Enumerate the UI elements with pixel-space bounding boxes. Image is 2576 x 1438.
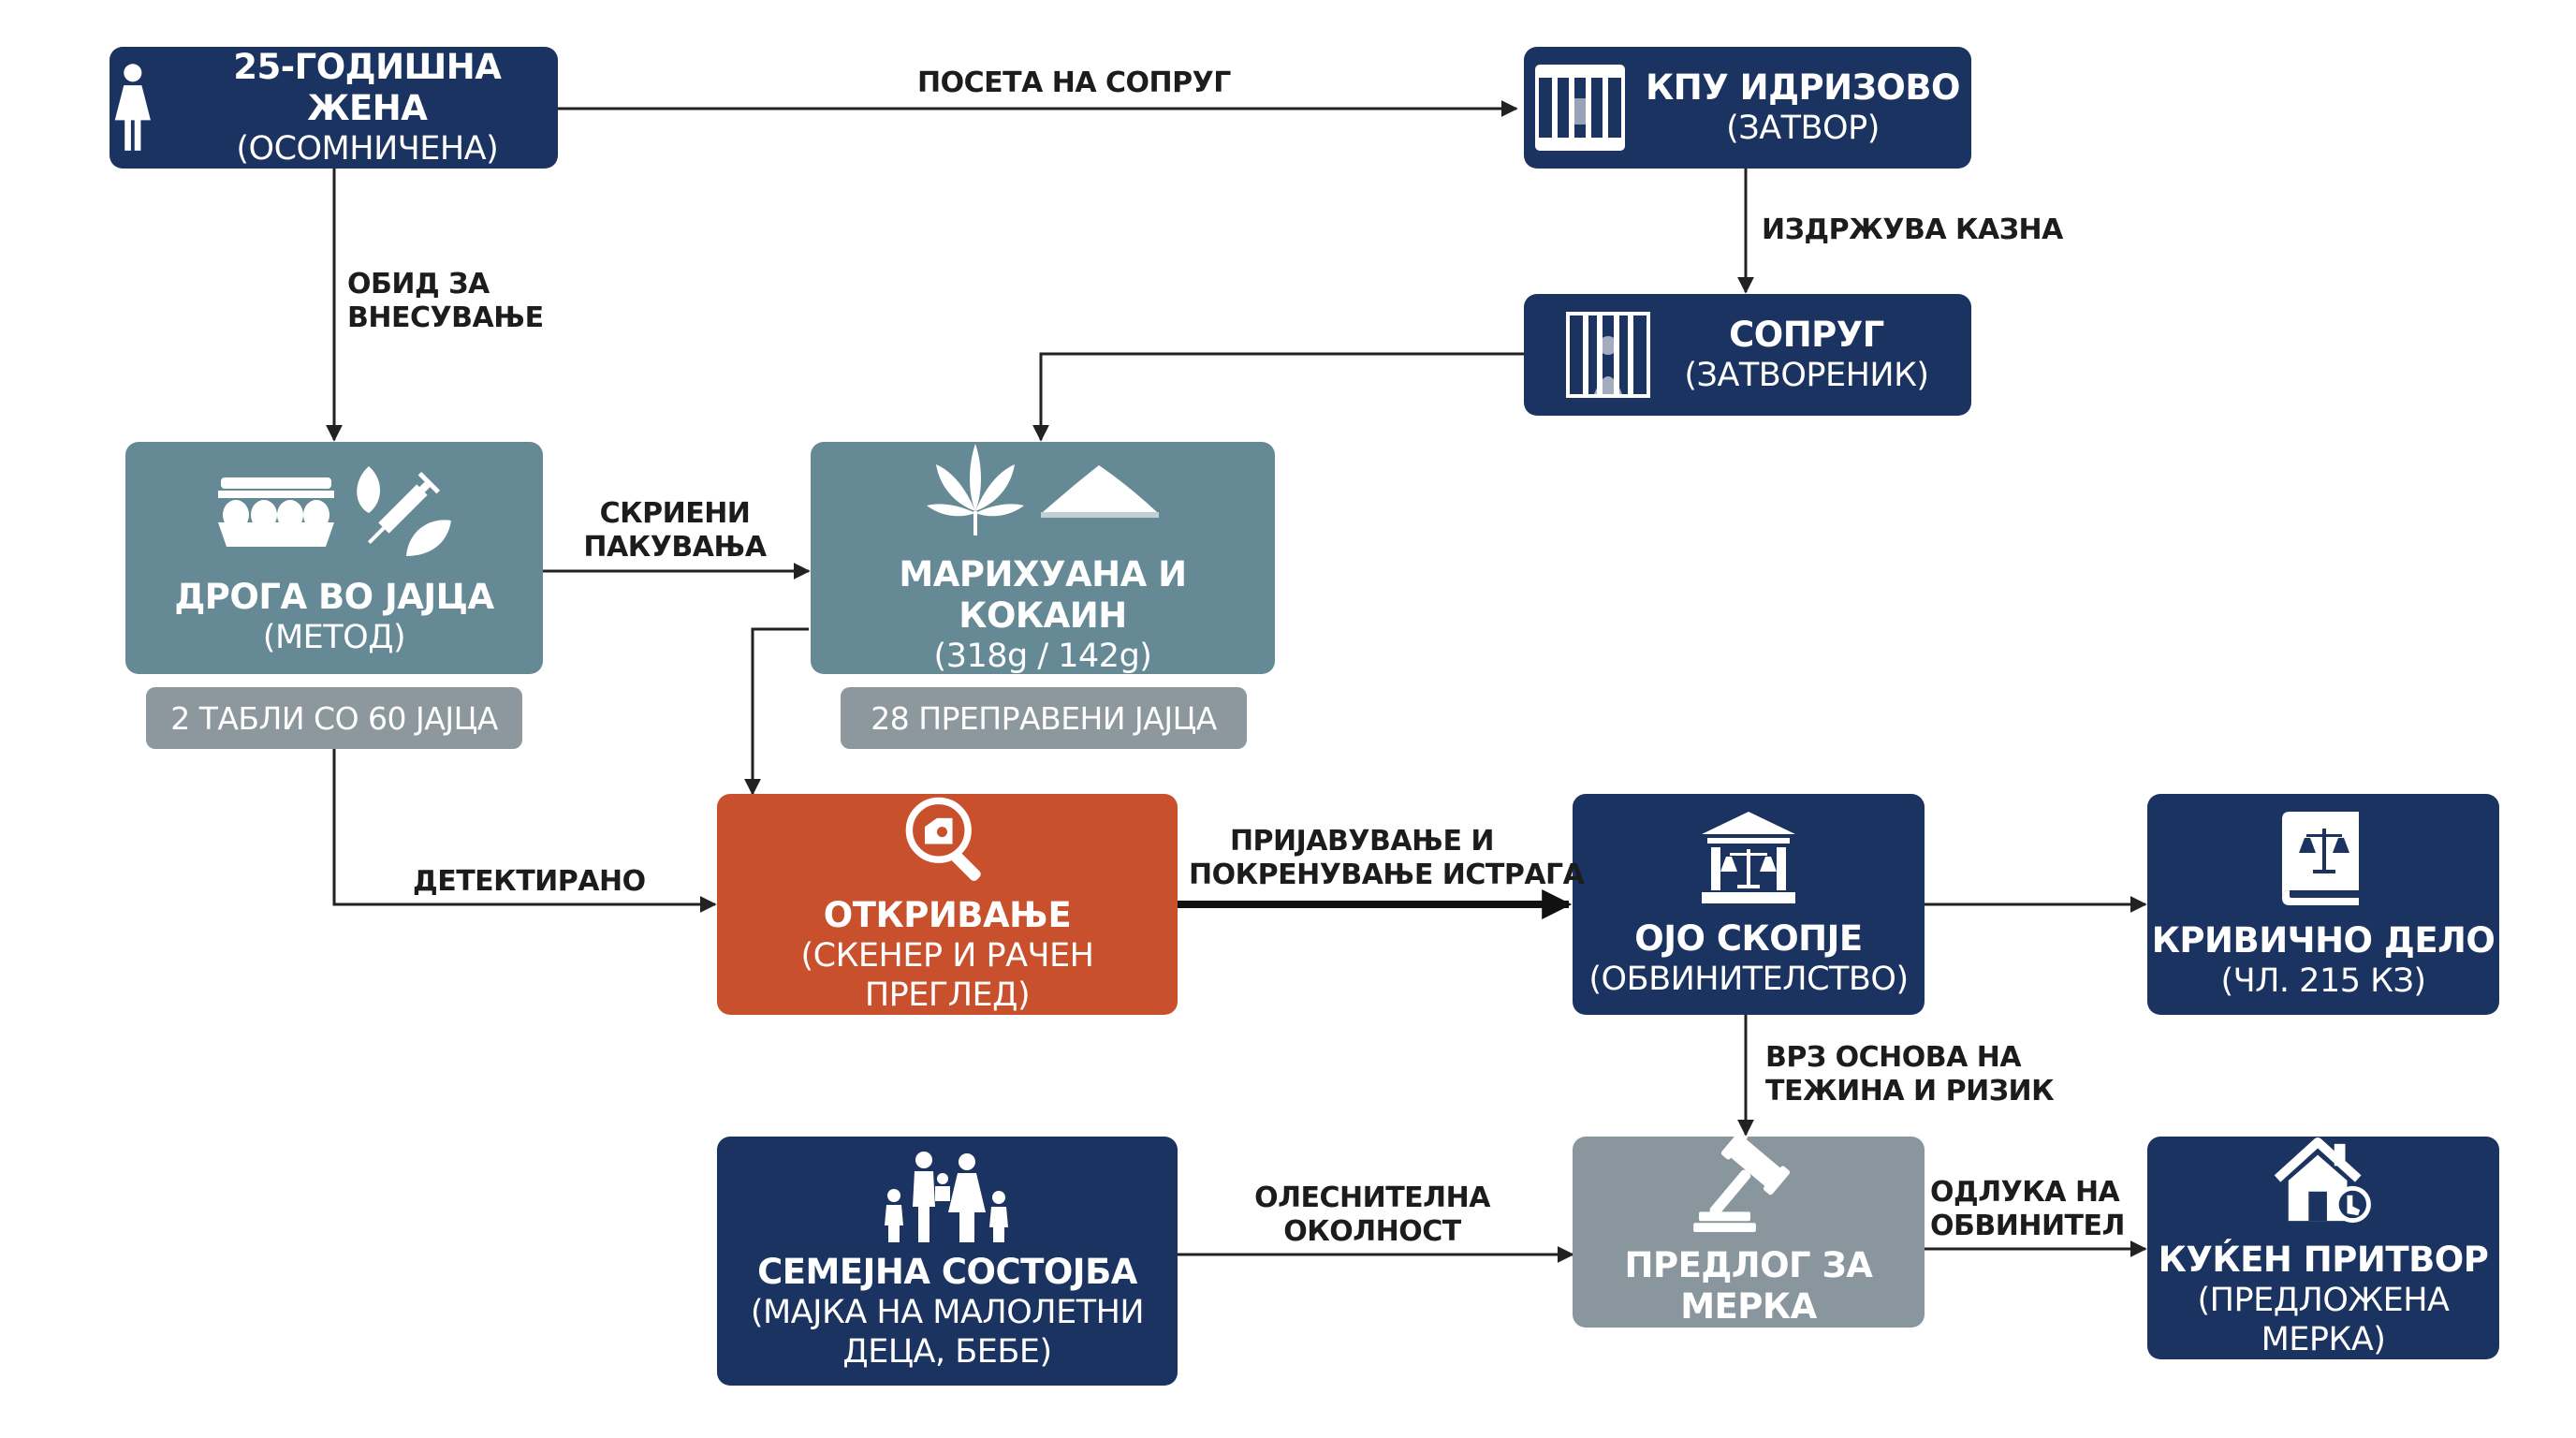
- prison-bars-icon: [1534, 65, 1625, 151]
- woman-subtitle: (ОСОМНИЧЕНА): [236, 130, 499, 168]
- drugs-subtitle: (318g / 142g): [933, 638, 1152, 675]
- edge-label-basis-line1: ВРЗ ОСНОВА НА: [1765, 1041, 2022, 1074]
- detection-subtitle: (СКЕНЕР И РАЧЕН ПРЕГЛЕД): [800, 937, 1094, 1014]
- edge-label-attempt-line2: ВНЕСУВАЊЕ: [347, 301, 544, 334]
- syringe-leaf-icon: [357, 466, 451, 556]
- arrow-method-to-detection: [332, 749, 717, 913]
- family-subtitle-line2: ДЕЦА, БЕБЕ): [842, 1333, 1052, 1371]
- magnifier-scan-icon: [905, 797, 981, 881]
- method-title: ДРОГА ВО ЈАЈЦА: [174, 577, 494, 617]
- spouse-subtitle: (ЗАТВОРЕНИК): [1684, 357, 1929, 394]
- edge-label-report-line1: ПРИЈАВУВАЊЕ И: [1229, 825, 1495, 858]
- prisoner-bars-icon: [1566, 312, 1651, 398]
- node-house: КУЌЕН ПРИТВОР (ПРЕДЛОЖЕНА МЕРКА): [2147, 1137, 2499, 1359]
- edge-label-hidden: СКРИЕНИ ПАКУВАЊА: [567, 497, 783, 565]
- method-pill: 2 ТАБЛИ СО 60 ЈАЈЦА: [146, 687, 522, 749]
- node-detection: ОТКРИВАЊЕ (СКЕНЕР И РАЧЕН ПРЕГЛЕД): [717, 794, 1178, 1015]
- prison-title: КПУ ИДРИЗОВО: [1645, 67, 1961, 108]
- node-drugs: МАРИХУАНА И КОКАИН (318g / 142g): [811, 442, 1275, 675]
- prison-subtitle: (ЗАТВОР): [1726, 110, 1880, 147]
- prosecution-title: ОЈО СКОПЈЕ: [1634, 918, 1863, 959]
- woman-icon: [114, 64, 151, 151]
- edge-label-decision-line2: ОБВИНИТЕЛ: [1930, 1210, 2125, 1242]
- node-spouse: СОПРУГ (ЗАТВОРЕНИК): [1524, 294, 1971, 416]
- node-method: ДРОГА ВО ЈАЈЦА (МЕТОД): [125, 442, 543, 674]
- edge-label-mitigating: ОЛЕСНИТЕЛНА ОКОЛНОСТ: [1241, 1181, 1503, 1249]
- edge-label-basis-line2: ТЕЖИНА И РИЗИК: [1765, 1075, 2055, 1108]
- edge-label-basis: ВРЗ ОСНОВА НА ТЕЖИНА И РИЗИК: [1765, 1041, 2055, 1108]
- cannabis-leaf-icon: [927, 444, 1024, 536]
- crime-subtitle: (ЧЛ. 215 КЗ): [2220, 962, 2426, 1000]
- edge-label-report: ПРИЈАВУВАЊЕ И ПОКРЕНУВАЊЕ ИСТРАГА: [1189, 825, 1585, 892]
- spouse-title: СОПРУГ: [1729, 315, 1884, 355]
- crime-title: КРИВИЧНО ДЕЛО: [2151, 920, 2496, 961]
- edge-label-attempt-line1: ОБИД ЗА: [347, 268, 490, 301]
- house-title: КУЌЕН ПРИТВОР: [2158, 1240, 2489, 1280]
- edge-label-mitigating-line2: ОКОЛНОСТ: [1283, 1215, 1461, 1248]
- edge-label-serving: ИЗДРЖУВА КАЗНА: [1762, 213, 2063, 246]
- house-subtitle: (ПРЕДЛОЖЕНА МЕРКА): [2197, 1282, 2450, 1358]
- node-crime: КРИВИЧНО ДЕЛО (ЧЛ. 215 КЗ): [2147, 794, 2499, 1015]
- edge-label-attempt: ОБИД ЗА ВНЕСУВАЊЕ: [347, 268, 544, 335]
- house-arrest-icon: [2274, 1137, 2371, 1224]
- egg-carton-icon: [218, 477, 334, 547]
- drugs-pill: 28 ПРЕПРАВЕНИ ЈАЈЦА: [841, 687, 1247, 749]
- edge-label-decision: ОДЛУКА НА ОБВИНИТЕЛ: [1930, 1176, 2125, 1243]
- node-prison: КПУ ИДРИЗОВО (ЗАТВОР): [1524, 47, 1971, 169]
- edge-label-hidden-line2: ПАКУВАЊА: [583, 531, 767, 564]
- prosecution-subtitle: (ОБВИНИТЕЛСТВО): [1588, 961, 1909, 998]
- node-prosecution: ОЈО СКОПЈЕ (ОБВИНИТЕЛСТВО): [1573, 794, 1925, 1015]
- family-icon: [885, 1152, 1008, 1242]
- edge-label-report-line2: ПОКРЕНУВАЊЕ ИСТРАГА: [1189, 858, 1585, 891]
- edge-label-detected: ДЕТЕКТИРАНО: [413, 865, 646, 898]
- arrow-drugs-to-detection: [744, 627, 809, 796]
- drugs-title: МАРИХУАНА И КОКАИН: [899, 554, 1187, 636]
- law-book-icon: [2282, 812, 2359, 905]
- courthouse-scales-icon: [1702, 812, 1795, 903]
- proposal-title: ПРЕДЛОГ ЗА МЕРКА: [1624, 1245, 1873, 1327]
- edge-label-visit: ПОСЕТА НА СОПРУГ: [917, 66, 1231, 99]
- woman-title: 25-ГОДИШНА ЖЕНА: [233, 47, 502, 128]
- method-subtitle: (МЕТОД): [262, 619, 406, 656]
- edge-label-decision-line1: ОДЛУКА НА: [1930, 1176, 2120, 1209]
- gavel-icon: [1693, 1137, 1791, 1232]
- arrow-spouse-to-drugs: [1032, 352, 1524, 442]
- cocaine-powder-icon: [1041, 465, 1159, 518]
- node-woman: 25-ГОДИШНА ЖЕНА (ОСОМНИЧЕНА): [110, 47, 558, 169]
- node-family: СЕМЕЈНА СОСТОЈБА (МАЈКА НА МАЛОЛЕТНИ ДЕЦ…: [717, 1137, 1178, 1386]
- detection-title: ОТКРИВАЊЕ: [823, 895, 1072, 935]
- family-title: СЕМЕЈНА СОСТОЈБА: [757, 1252, 1137, 1292]
- edge-label-mitigating-line1: ОЛЕСНИТЕЛНА: [1254, 1181, 1490, 1214]
- family-subtitle-line1: (МАЈКА НА МАЛОЛЕТНИ: [750, 1294, 1145, 1331]
- edge-label-hidden-line1: СКРИЕНИ: [599, 497, 751, 530]
- node-proposal: ПРЕДЛОГ ЗА МЕРКА: [1573, 1137, 1925, 1328]
